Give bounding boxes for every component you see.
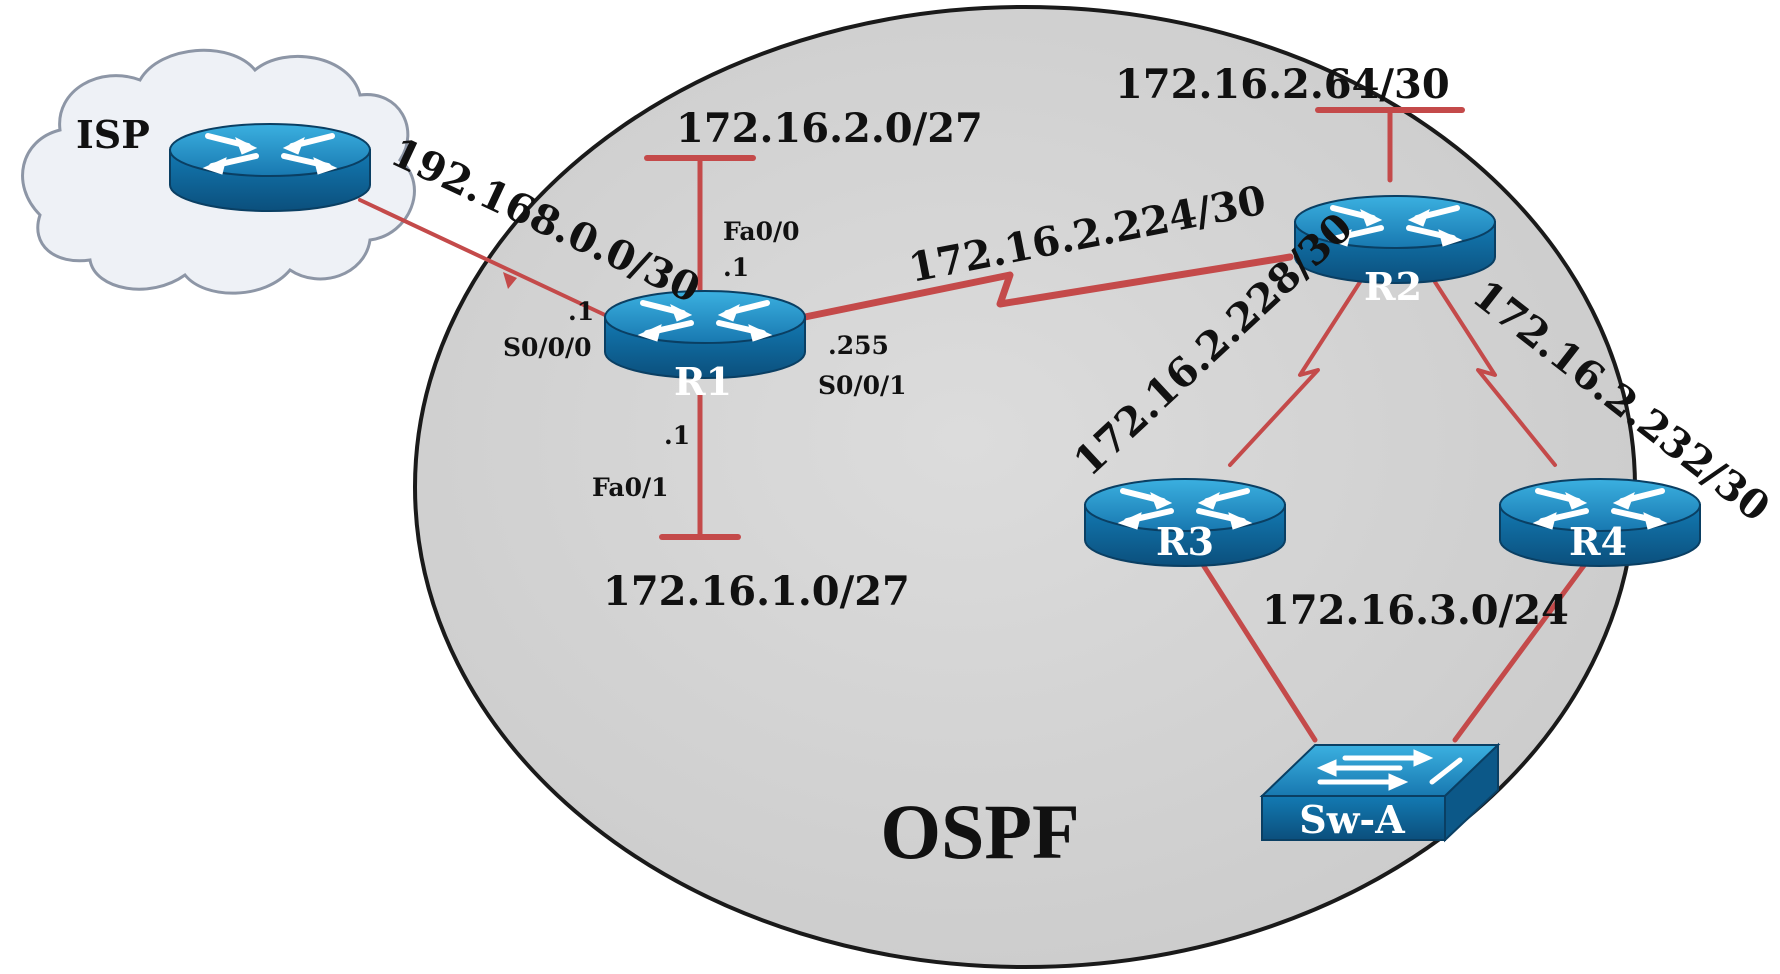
interface-ip-r1-s001: .255 bbox=[828, 331, 889, 360]
interface-label-r1-fa00: Fa0/0 bbox=[723, 217, 800, 246]
network-label-r1-fa01: 172.16.1.0/27 bbox=[603, 568, 910, 615]
router-r2-label: R2 bbox=[1364, 264, 1422, 309]
interface-ip-r1-fa01: .1 bbox=[664, 421, 690, 450]
network-label-r2-lan: 172.16.2.64/30 bbox=[1115, 61, 1450, 108]
switch-sw-a-icon bbox=[1259, 742, 1501, 843]
interface-label-r1-fa01: Fa0/1 bbox=[592, 473, 669, 502]
interface-label-r1-s001: S0/0/1 bbox=[818, 371, 907, 400]
link-r3-swa bbox=[1197, 557, 1318, 743]
switch-sw-a-label: Sw-A bbox=[1299, 797, 1405, 842]
interface-label-r1-s000: S0/0/0 bbox=[503, 333, 592, 362]
network-label-r3-r4-lan: 172.16.3.0/24 bbox=[1262, 587, 1569, 634]
link-isp-r1 bbox=[358, 198, 607, 317]
router-r4-label: R4 bbox=[1569, 519, 1627, 564]
ospf-area-label: OSPF bbox=[880, 788, 1079, 875]
link-r4-swa bbox=[1452, 557, 1591, 743]
link-r2-r4-serial bbox=[1433, 280, 1557, 467]
router-r1-label: R1 bbox=[674, 359, 732, 404]
interface-ip-r1-s000: .1 bbox=[568, 297, 594, 326]
link-r2-r3-serial bbox=[1228, 280, 1362, 467]
link-r1-r2-serial bbox=[796, 253, 1294, 322]
link-isp-r1-arrow bbox=[503, 272, 517, 289]
interface-ip-r1-fa00: .1 bbox=[723, 253, 749, 282]
router-r3-label: R3 bbox=[1156, 519, 1214, 564]
network-label-r1-fa00: 172.16.2.0/27 bbox=[676, 105, 983, 152]
isp-label: ISP bbox=[76, 112, 150, 157]
isp-router-icon bbox=[170, 124, 370, 211]
